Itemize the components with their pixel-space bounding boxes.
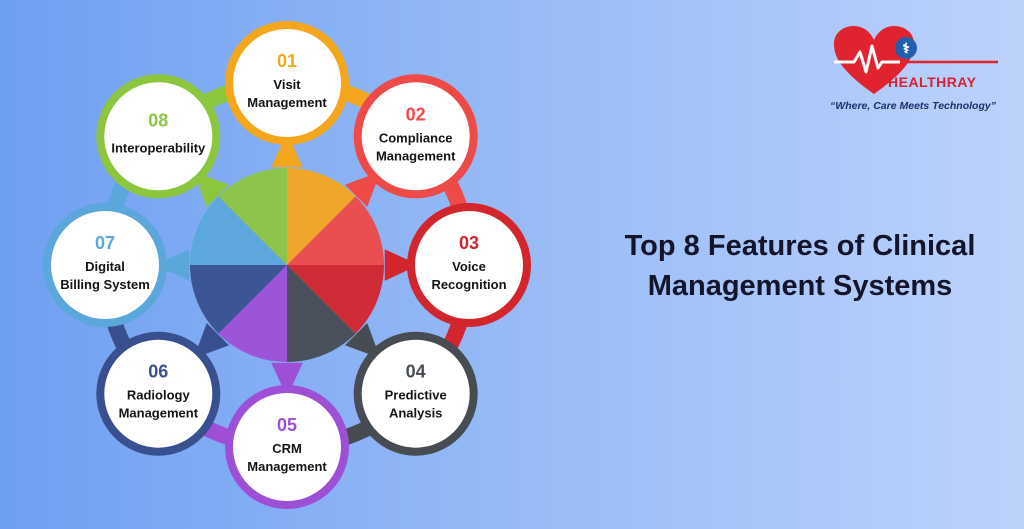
center-pinwheel	[155, 133, 419, 397]
pinwheel-wedge-02	[287, 196, 384, 265]
feature-circle	[43, 203, 167, 327]
feature-label-line-1: Voice	[452, 259, 486, 274]
feature-number: 08	[148, 110, 168, 130]
pointer-arrow-08	[193, 171, 230, 208]
feature-circle	[225, 21, 349, 145]
logo-tagline: “Where, Care Meets Technology”	[830, 100, 996, 112]
svg-text:⚕: ⚕	[902, 40, 910, 56]
page-title-line-2: Management Systems	[647, 270, 953, 302]
pinwheel-wedge-08	[218, 168, 287, 265]
feature-circle	[225, 385, 349, 509]
feature-label-line-2: Management	[247, 459, 327, 474]
feature-nodes: 01VisitManagement02ComplianceManagement0…	[43, 21, 531, 509]
pointer-arrow-04	[344, 322, 381, 359]
pinwheel-wedge-05	[218, 265, 287, 362]
feature-number: 04	[406, 362, 426, 382]
pinwheel-wedge-07	[190, 196, 287, 265]
feature-label-line-2: Billing System	[60, 277, 150, 292]
heart-logo-icon: ⚕	[834, 26, 998, 94]
feature-number: 07	[95, 233, 115, 253]
feature-label-line-2: Recognition	[431, 277, 506, 292]
feature-label-line-2: Analysis	[389, 406, 442, 421]
feature-label-line-1: CRM	[272, 441, 302, 456]
feature-label-line-2: Management	[119, 406, 199, 421]
logo-name: HEALTHRAY	[888, 74, 977, 90]
feature-label-line-1: Predictive	[385, 388, 447, 403]
feature-label-line-1: Compliance	[379, 130, 453, 145]
feature-label-line-1: Digital	[85, 259, 125, 274]
feature-label-line-1: Interoperability	[111, 140, 206, 155]
feature-circle	[353, 331, 478, 456]
pinwheel-wedge-06	[189, 265, 287, 334]
feature-number: 06	[148, 362, 168, 382]
page-title-line-1: Top 8 Features of Clinical	[624, 230, 976, 262]
feature-circle	[407, 203, 531, 327]
feature-number: 01	[277, 51, 297, 71]
pointer-arrow-01	[271, 133, 303, 168]
pinwheel-wedge-04	[287, 265, 356, 362]
feature-number: 05	[277, 415, 297, 435]
feature-circle	[96, 74, 221, 199]
feature-label-line-2: Management	[247, 95, 327, 110]
features-wheel-diagram: 01VisitManagement02ComplianceManagement0…	[43, 21, 531, 509]
pinwheel-wedge-03	[287, 265, 384, 334]
feature-circle	[96, 331, 221, 456]
pinwheel-wedge-01	[287, 168, 356, 265]
feature-circle	[353, 74, 478, 199]
pointer-arrow-03	[384, 249, 419, 281]
healthray-logo: ⚕ HEALTHRAY “Where, Care Meets Technolog…	[820, 22, 1010, 122]
feature-label-line-2: Management	[376, 148, 456, 163]
feature-label-line-1: Radiology	[127, 388, 191, 403]
pointer-arrow-02	[344, 171, 381, 208]
feature-number: 02	[406, 104, 426, 124]
pointer-arrow-06	[193, 322, 230, 359]
feature-label-line-1: Visit	[273, 77, 301, 92]
feature-number: 03	[459, 233, 479, 253]
page-title: Top 8 Features of Clinical Management Sy…	[600, 226, 1000, 306]
pointer-arrow-07	[155, 249, 190, 281]
pointer-arrow-05	[271, 362, 303, 397]
